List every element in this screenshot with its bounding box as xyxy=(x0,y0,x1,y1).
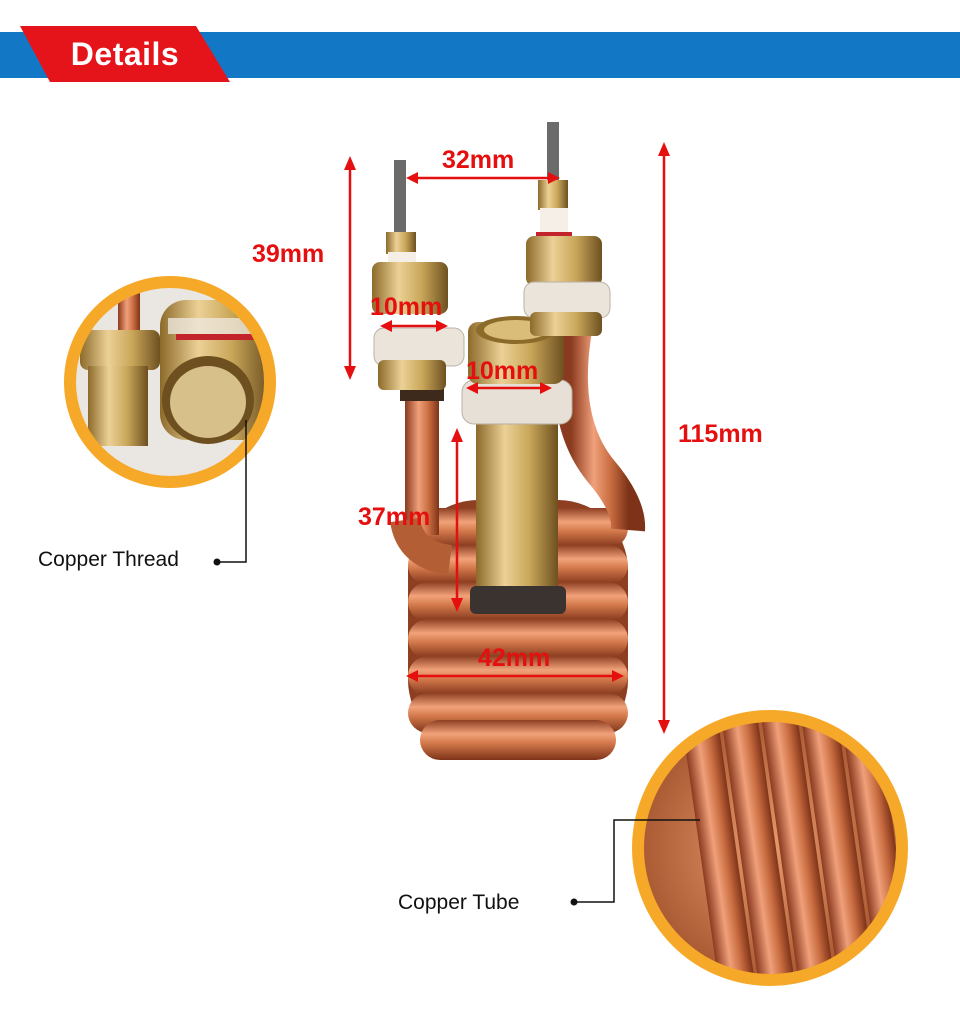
page-title: Details xyxy=(70,35,180,72)
copper-thread-zoom xyxy=(64,276,276,488)
dim-label-115mm: 115mm xyxy=(678,420,763,448)
dim-label-42mm: 42mm xyxy=(478,644,551,672)
caption-copper-thread: Copper Thread xyxy=(38,548,179,571)
left-riser-tube xyxy=(390,385,453,575)
right-terminal xyxy=(523,122,611,336)
dim-label-10mm-center: 10mm xyxy=(466,357,539,385)
caption-copper-tube: Copper Tube xyxy=(398,891,520,914)
dim-label-32mm: 32mm xyxy=(442,146,515,174)
tag-shape xyxy=(20,26,230,82)
dimension-lines xyxy=(344,142,670,734)
right-riser-tube xyxy=(553,327,646,532)
left-terminal xyxy=(372,160,465,390)
dim-label-37mm: 37mm xyxy=(358,503,431,531)
thread-callout-dot xyxy=(213,558,221,566)
dim-label-39mm: 39mm xyxy=(252,240,325,268)
callout-leaders xyxy=(218,420,700,903)
details-tag: Details xyxy=(20,22,230,86)
tube-callout-dot xyxy=(570,898,578,906)
dim-label-10mm-left: 10mm xyxy=(370,293,443,321)
copper-tube-zoom xyxy=(632,710,908,986)
